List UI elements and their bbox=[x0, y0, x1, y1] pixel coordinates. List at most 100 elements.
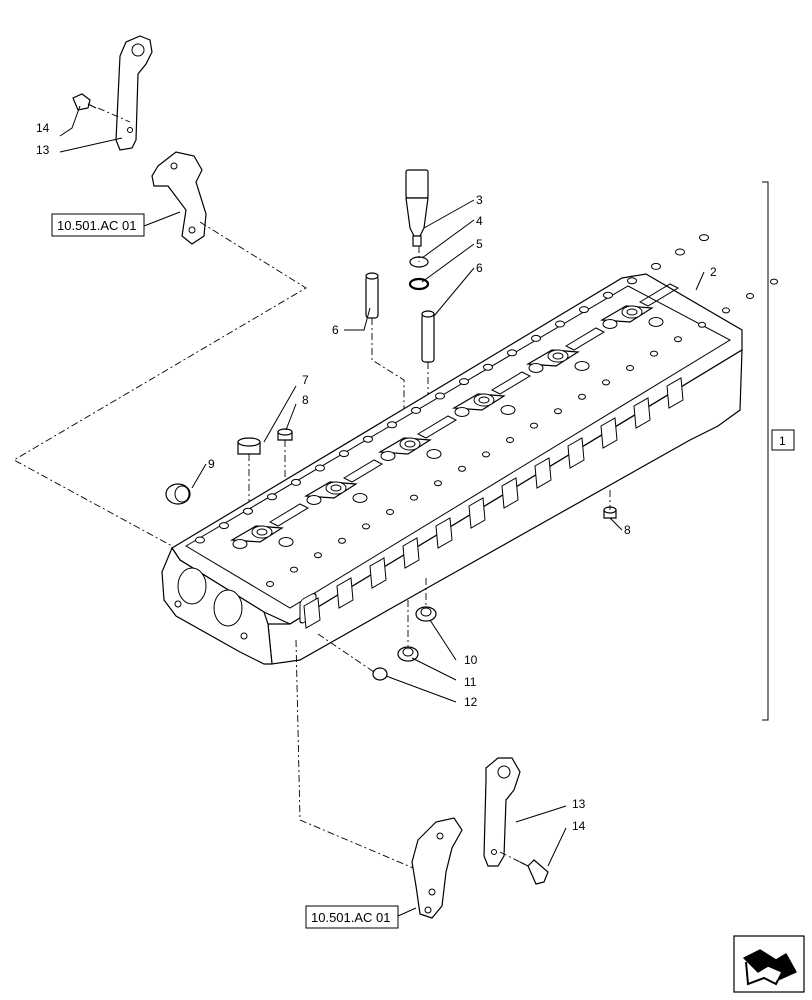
bolt-hole bbox=[363, 435, 373, 443]
bolt-hole bbox=[266, 581, 274, 587]
rocker-seats bbox=[230, 283, 680, 549]
bolt-hole bbox=[219, 522, 229, 530]
bolt-hole bbox=[362, 523, 370, 530]
callout-9: 9 bbox=[208, 457, 215, 471]
bolt-hole bbox=[579, 306, 589, 314]
callout-6-left: 6 bbox=[332, 323, 339, 337]
bolt-hole bbox=[603, 291, 613, 299]
o-ring-5 bbox=[408, 277, 430, 291]
bolt-hole bbox=[459, 378, 469, 386]
bolt-hole bbox=[411, 406, 421, 414]
valve-boss bbox=[452, 371, 532, 417]
bolt-hole bbox=[315, 464, 325, 472]
bolt-hole bbox=[531, 334, 541, 342]
callout-1-box bbox=[771, 429, 795, 451]
side-port bbox=[633, 397, 651, 429]
bolt-hole bbox=[410, 494, 418, 501]
bolt-hole bbox=[386, 509, 394, 515]
bolt-hole bbox=[483, 363, 493, 371]
bolt-hole bbox=[290, 566, 298, 573]
reference-box-bottom[interactable]: 10.501.AC 01 bbox=[305, 905, 399, 929]
plug-7 bbox=[237, 437, 261, 455]
bolt-hole bbox=[626, 365, 634, 371]
callout-6-right: 6 bbox=[476, 261, 483, 275]
callout-3: 3 bbox=[476, 193, 483, 207]
lifting-bracket-top bbox=[115, 35, 153, 151]
bolt-hole bbox=[746, 293, 754, 299]
seal-10 bbox=[415, 606, 437, 622]
bolt-hole bbox=[434, 480, 442, 487]
side-port bbox=[402, 537, 420, 569]
callout-2: 2 bbox=[710, 265, 717, 279]
valve-boss bbox=[304, 459, 384, 505]
bolt-hole bbox=[698, 321, 706, 328]
plug-8-top bbox=[277, 428, 293, 441]
reference-top-label: 10.501.AC 01 bbox=[57, 218, 137, 233]
lifting-bracket-bottom bbox=[483, 757, 521, 867]
bolt-hole bbox=[674, 336, 682, 343]
bolt-hole bbox=[530, 422, 538, 429]
side-port bbox=[435, 517, 453, 549]
reference-bottom-label: 10.501.AC 01 bbox=[311, 910, 391, 925]
hook-bracket-top bbox=[151, 151, 207, 245]
bolt-hole bbox=[339, 450, 349, 458]
callout-10: 10 bbox=[464, 653, 478, 667]
side-port bbox=[600, 417, 618, 449]
head-holes bbox=[195, 234, 778, 587]
valve-boss bbox=[378, 415, 458, 461]
callout-11: 11 bbox=[464, 675, 477, 689]
bolt-hole bbox=[507, 349, 517, 357]
bolt-hole bbox=[482, 451, 490, 458]
plug-9 bbox=[165, 483, 191, 505]
bolt-hole bbox=[699, 234, 709, 242]
callout-13-top: 13 bbox=[36, 143, 50, 157]
side-port bbox=[501, 477, 519, 509]
valve-boss bbox=[230, 503, 310, 549]
side-port bbox=[666, 377, 684, 409]
side-port bbox=[336, 577, 354, 609]
bolt-hole bbox=[555, 320, 565, 328]
callout-4: 4 bbox=[476, 214, 483, 228]
side-port bbox=[369, 557, 387, 589]
bolt-hole bbox=[291, 478, 301, 486]
callout-1: 1 bbox=[779, 434, 786, 448]
side-port bbox=[567, 437, 585, 469]
callout-5: 5 bbox=[476, 237, 483, 251]
bolt-hole bbox=[243, 507, 253, 515]
reference-box-top[interactable]: 10.501.AC 01 bbox=[51, 213, 145, 237]
side-port bbox=[534, 457, 552, 489]
bolt-hole bbox=[195, 536, 205, 544]
bolt-hole bbox=[650, 350, 658, 357]
side-port bbox=[303, 597, 321, 629]
callout-13-bottom: 13 bbox=[572, 797, 586, 811]
callout-8-right: 8 bbox=[624, 523, 631, 537]
bolt-hole bbox=[578, 393, 586, 400]
plug-12 bbox=[372, 667, 388, 681]
bolt-hole bbox=[435, 392, 445, 400]
bolt-hole bbox=[267, 493, 277, 501]
next-page-arrow-icon[interactable] bbox=[733, 935, 805, 993]
sleeve-6-right bbox=[421, 310, 435, 363]
sleeve-6-left bbox=[365, 272, 379, 319]
bolt-hole bbox=[314, 552, 322, 559]
bolt-top bbox=[72, 93, 97, 111]
callout-7: 7 bbox=[302, 373, 309, 387]
side-port bbox=[468, 497, 486, 529]
valve-boss bbox=[600, 283, 680, 329]
callout-14-bottom: 14 bbox=[572, 819, 586, 833]
leader-lines bbox=[59, 105, 769, 917]
seal-11 bbox=[397, 646, 419, 662]
bolt-hole bbox=[554, 408, 562, 415]
callout-12: 12 bbox=[464, 695, 478, 709]
valve-boss bbox=[526, 327, 606, 373]
bolt-hole bbox=[675, 248, 685, 256]
callout-14-top: 14 bbox=[36, 121, 50, 135]
bolt-bottom bbox=[519, 859, 549, 885]
bolt-hole bbox=[506, 437, 514, 443]
bolt-hole bbox=[627, 277, 637, 285]
callout-8-top: 8 bbox=[302, 393, 309, 407]
bolt-hole bbox=[338, 537, 346, 544]
bolt-hole bbox=[651, 262, 661, 270]
head-ports bbox=[303, 377, 684, 629]
